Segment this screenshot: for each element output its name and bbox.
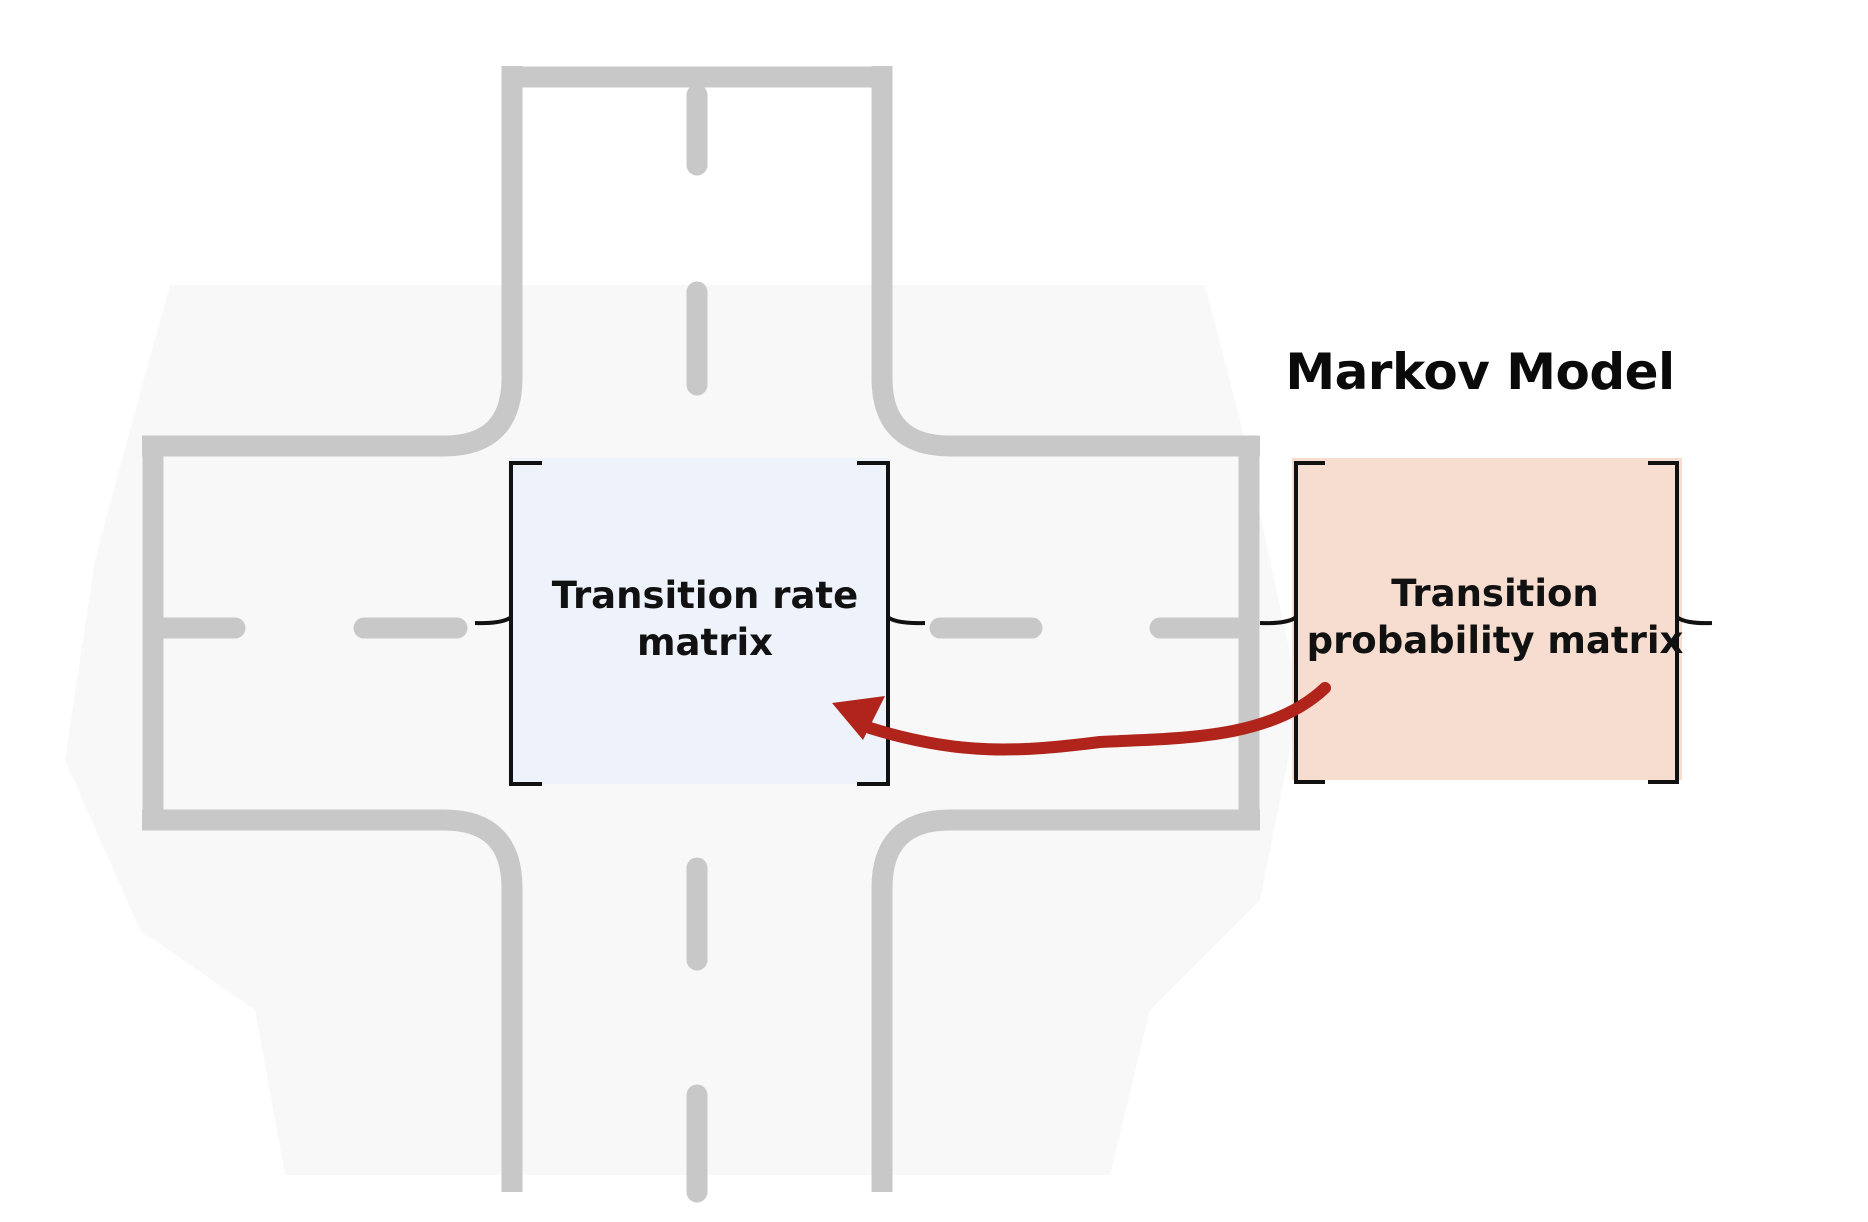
arrow-head <box>832 696 885 740</box>
transition-probability-matrix-node <box>1259 458 1713 784</box>
rate-matrix-label: Transition rate matrix <box>520 572 890 667</box>
probability-to-rate-arrow <box>832 682 1331 756</box>
rate-matrix-left-brace <box>474 616 512 626</box>
probability-matrix-label-line1: Transition <box>1391 572 1599 615</box>
probability-matrix-label-line2: probability matrix <box>1306 619 1684 663</box>
road-center-dashes <box>152 84 1256 1203</box>
rate-matrix-left-bracket <box>509 461 542 786</box>
markov-model-title: Markov Model <box>1285 343 1675 401</box>
probability-matrix-right-bracket <box>1648 461 1679 784</box>
arrow-shaft <box>864 682 1331 756</box>
rate-matrix-label-line2: matrix <box>636 621 773 665</box>
probability-matrix-right-brace <box>1676 616 1713 626</box>
transition-rate-matrix-node <box>474 458 926 786</box>
probability-matrix-fill <box>1292 458 1682 780</box>
rate-matrix-label-line1: Transition rate <box>551 574 859 617</box>
rate-matrix-fill <box>508 458 890 784</box>
rate-matrix-right-brace <box>887 616 926 626</box>
probability-matrix-left-brace <box>1259 616 1297 626</box>
probability-matrix-label: Transition probability matrix <box>1305 570 1685 665</box>
rate-matrix-right-bracket <box>857 461 890 786</box>
crossroads-road <box>142 66 1260 1192</box>
probability-matrix-left-bracket <box>1294 461 1325 784</box>
